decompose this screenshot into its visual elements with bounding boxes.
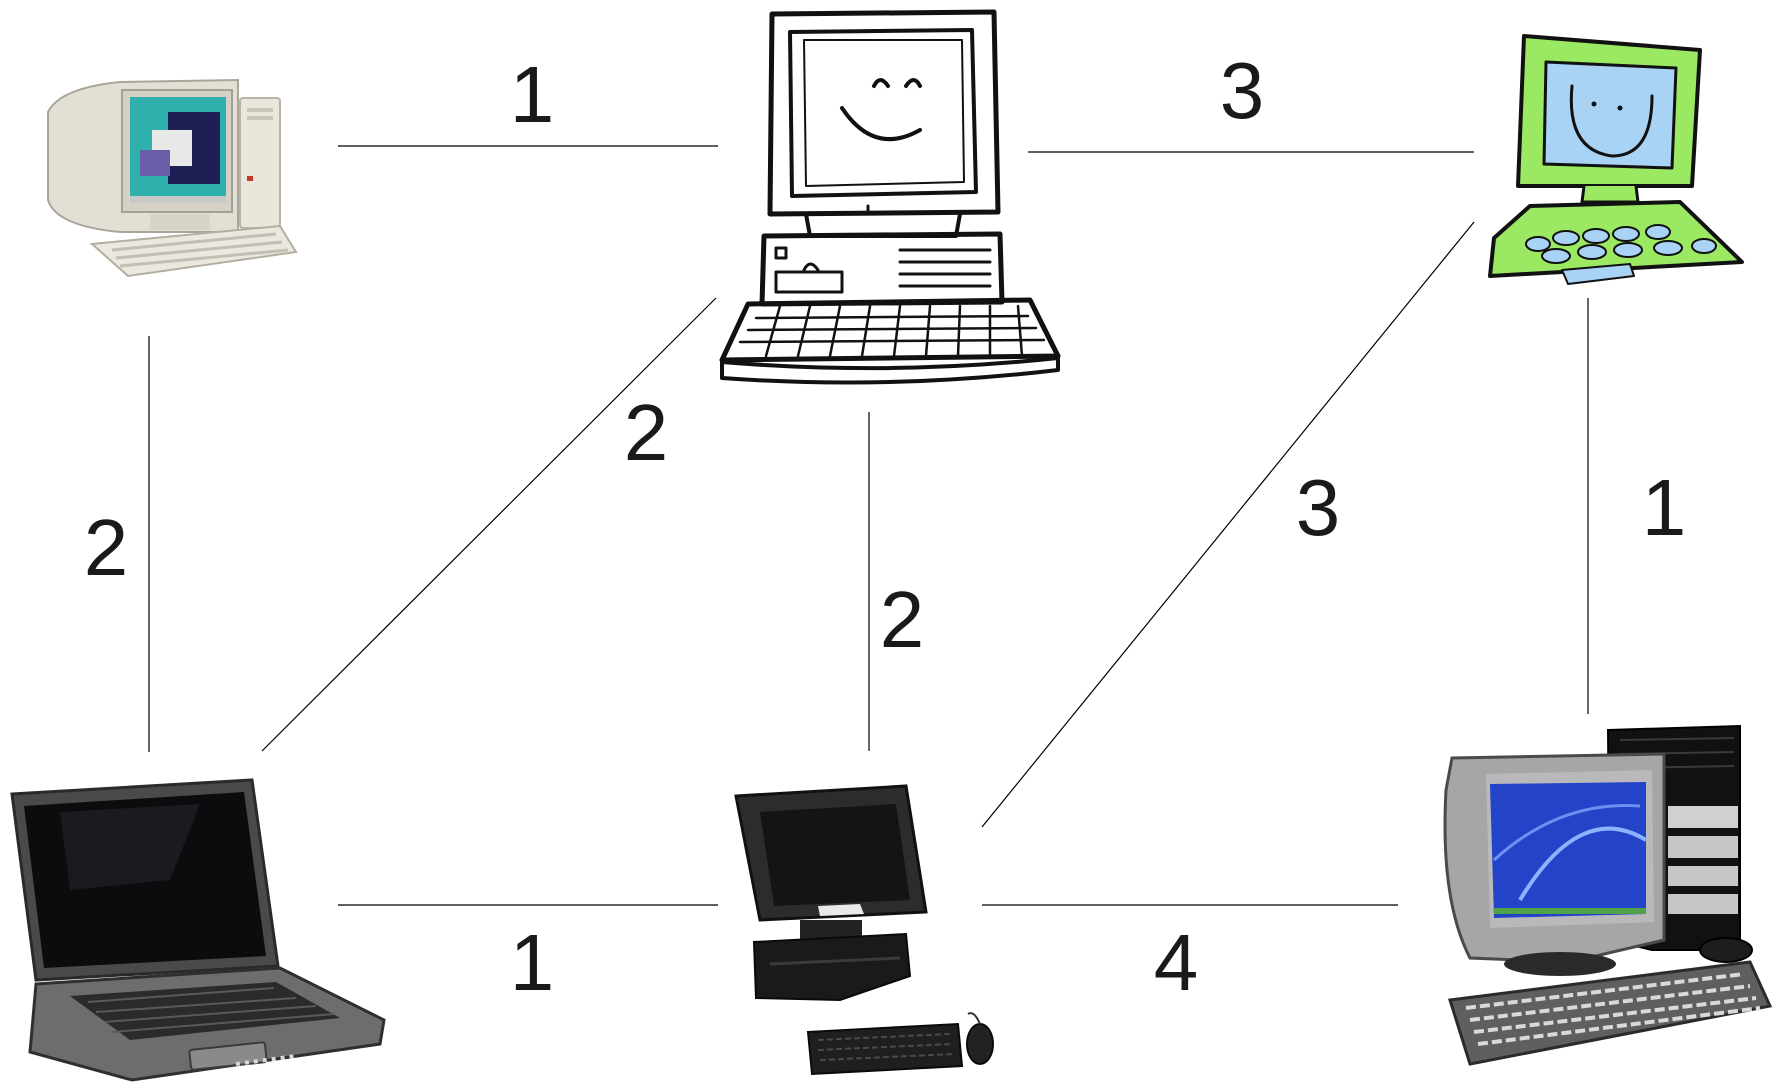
smiling-cartoon-computer-icon bbox=[722, 12, 1058, 383]
edge-green-to-terminal bbox=[982, 222, 1474, 827]
edge-cartoon-center-to-laptop bbox=[262, 298, 716, 751]
weight-crt-cartoon-center: 1 bbox=[510, 50, 555, 139]
beige-crt-desktop-computer-icon bbox=[48, 80, 296, 276]
weight-cartoon-center-laptop: 2 bbox=[624, 388, 669, 477]
weight-laptop-terminal: 1 bbox=[510, 918, 555, 1007]
weight-terminal-compaq: 4 bbox=[1154, 918, 1199, 1007]
weight-cartoon-center-terminal: 2 bbox=[880, 575, 925, 664]
weight-green-terminal: 3 bbox=[1296, 463, 1341, 552]
weight-green-compaq: 1 bbox=[1642, 463, 1687, 552]
green-cartoon-computer-icon bbox=[1490, 36, 1742, 284]
weight-crt-laptop: 2 bbox=[84, 503, 129, 592]
dell-laptop-icon bbox=[12, 780, 384, 1080]
compaq-desktop-tower-icon bbox=[1445, 726, 1770, 1064]
weight-cartoon-center-green: 3 bbox=[1220, 46, 1265, 135]
flat-screen-terminal-icon bbox=[736, 786, 993, 1074]
